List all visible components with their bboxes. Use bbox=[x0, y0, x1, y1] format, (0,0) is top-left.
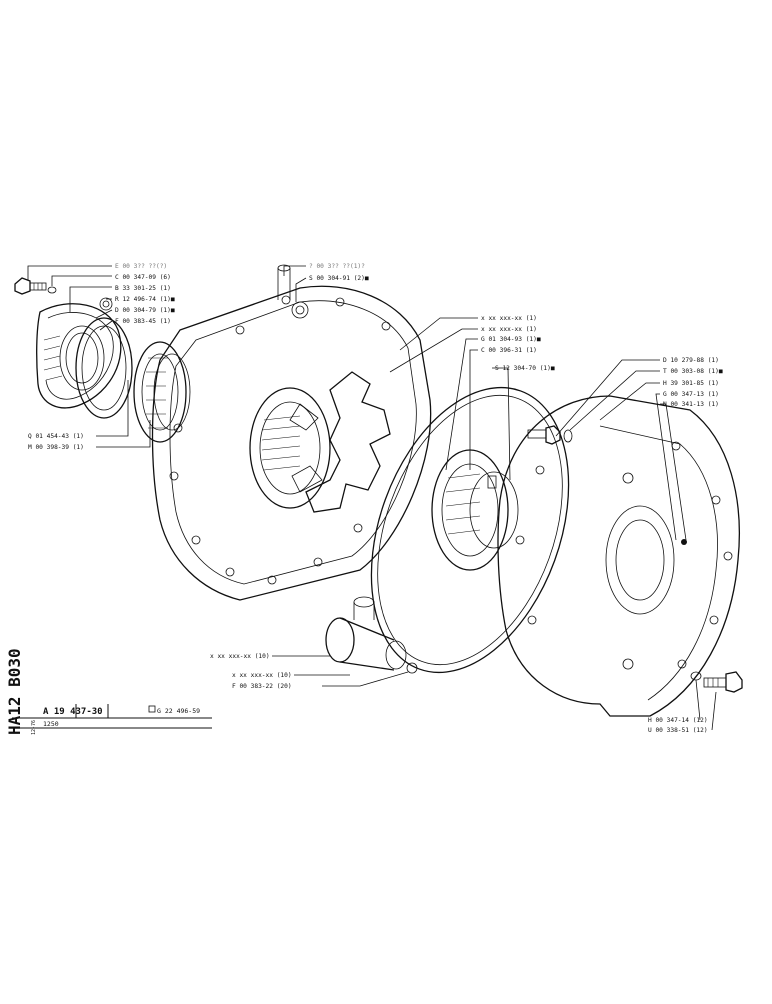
part-label: R 12 496-74 (1)■ bbox=[115, 296, 175, 303]
part-label: T 00 303-08 (1)■ bbox=[663, 368, 723, 375]
drawing-number: A 19 437-30 bbox=[43, 707, 103, 717]
bearing-drawing bbox=[133, 341, 191, 443]
part-label: N 00 341-13 (1) bbox=[663, 401, 719, 408]
plug-screw-drawing bbox=[527, 425, 573, 445]
part-label: D 10 279-88 (1) bbox=[663, 357, 719, 364]
lower-center-label-group: x xx xxx-xx (10) x xx xxx-xx (10) F 00 3… bbox=[210, 653, 292, 690]
part-label: F 00 383-45 (1) bbox=[115, 318, 171, 325]
part-label: H 39 301-85 (1) bbox=[663, 380, 719, 387]
part-label: B 33 301-25 (1) bbox=[115, 285, 171, 292]
seal-ring-drawing bbox=[75, 317, 133, 419]
part-label: G 00 347-13 (1) bbox=[663, 391, 719, 398]
end-cover-drawing bbox=[36, 297, 122, 409]
part-label: x xx xxx-xx (1) bbox=[481, 315, 537, 322]
center-label-group: x xx xxx-xx (1) x xx xxx-xx (1) G 01 304… bbox=[481, 315, 555, 372]
part-label: ? 00 3?? ??(1)? bbox=[309, 263, 365, 270]
part-label: C 00 396-31 (1) bbox=[481, 347, 537, 354]
side-small-code: 12-76 bbox=[31, 720, 37, 735]
leader-lines bbox=[27, 265, 717, 731]
part-label: C 00 347-09 (6) bbox=[115, 274, 171, 281]
right-label-group: D 10 279-88 (1) T 00 303-08 (1)■ H 39 30… bbox=[663, 357, 723, 408]
inner-gear-drawing bbox=[431, 449, 519, 571]
part-label: Q 01 454-43 (1) bbox=[28, 433, 84, 440]
part-label: G 01 304-93 (1)■ bbox=[481, 336, 541, 343]
rear-cover-drawing bbox=[497, 395, 740, 717]
side-drawing-code: HA12 B030 bbox=[5, 648, 24, 735]
part-label: x xx xxx-xx (10) bbox=[210, 653, 270, 660]
part-label: S 00 304-91 (2)■ bbox=[309, 275, 369, 282]
part-label: F 00 383-22 (20) bbox=[232, 683, 292, 690]
lower-right-label-group: H 00 347-14 (12) U 00 338-51 (12) bbox=[648, 717, 708, 734]
title-block: HA12 B030 12-76 A 19 437-30 G 22 496-59 … bbox=[5, 648, 212, 735]
pin-shaft-drawing bbox=[325, 596, 418, 674]
part-label: H 00 347-14 (12) bbox=[648, 717, 708, 724]
part-label: S 12 304-70 (1)■ bbox=[495, 365, 555, 372]
hex-bolt-drawing bbox=[690, 671, 743, 693]
part-label: D 00 304-79 (1)■ bbox=[115, 307, 175, 314]
wear-plate-drawing bbox=[370, 386, 570, 674]
model-number: 1250 bbox=[43, 720, 59, 728]
top-left-label-group: E 00 3?? ??(?) C 00 347-09 (6) B 33 301-… bbox=[115, 263, 175, 325]
part-label: U 00 338-51 (12) bbox=[648, 727, 708, 734]
part-label: E 00 3?? ??(?) bbox=[115, 263, 167, 270]
part-label: x xx xxx-xx (10) bbox=[232, 672, 292, 679]
part-label: x xx xxx-xx (1) bbox=[481, 326, 537, 333]
main-housing-drawing bbox=[151, 285, 432, 601]
part-label: M 00 398-39 (1) bbox=[28, 444, 84, 451]
reference-number: G 22 496-59 bbox=[157, 707, 200, 715]
top-center-label-group: ? 00 3?? ??(1)? S 00 304-91 (2)■ bbox=[309, 263, 369, 282]
small-bolt-drawing bbox=[14, 277, 57, 295]
left-label-group: Q 01 454-43 (1) M 00 398-39 (1) bbox=[28, 433, 84, 451]
